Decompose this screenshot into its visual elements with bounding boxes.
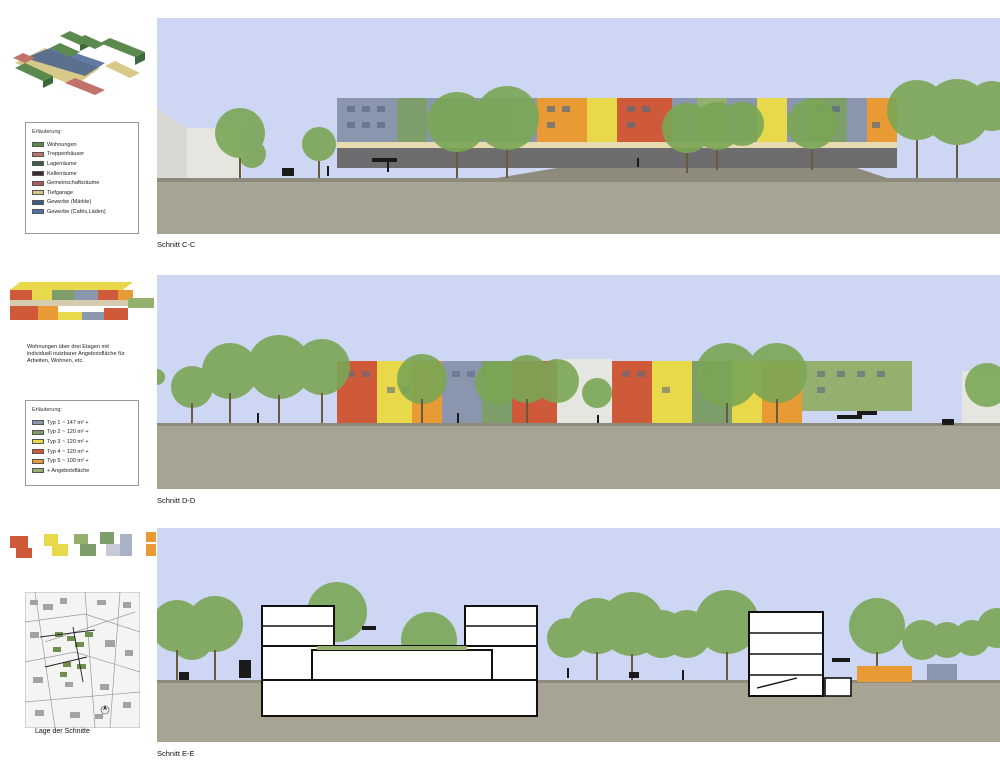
- unit-cubes-thumbnail: [10, 532, 156, 558]
- legend-label: Typ 2 ~ 120 m² +: [47, 429, 89, 436]
- legend-title: Erläuterung:: [32, 407, 62, 413]
- legend-swatch: [32, 209, 44, 215]
- legend-item: + Angebotsfläche: [32, 466, 132, 476]
- legend-item: Gewerbe (Cafés,Läden): [32, 207, 132, 217]
- legend-label: Gewerbe (Märkte): [47, 199, 92, 206]
- site-location-map: [25, 592, 140, 728]
- legend-item: Lagerräume: [32, 159, 132, 169]
- legend-swatch: [32, 171, 44, 177]
- legend-item: Gewerbe (Märkte): [32, 198, 132, 208]
- legend-swatch: [32, 190, 44, 196]
- section-caption-d: Schnitt D-D: [157, 496, 196, 505]
- legend-item: Typ 3 ~ 120 m² +: [32, 437, 132, 447]
- legend-label: Wohnungen: [47, 141, 77, 148]
- legend-swatch: [32, 449, 44, 455]
- legend-item: Treppenhäuser: [32, 150, 132, 160]
- legend-swatch: [32, 180, 44, 186]
- legend-box-2: Erläuterung: Typ 1 ~ 147 m² + Typ 2 ~ 12…: [25, 400, 139, 486]
- legend-swatch: [32, 151, 44, 157]
- unit-types-thumbnail: [10, 282, 154, 320]
- legend-swatch: [32, 142, 44, 148]
- legend-label: Kellerräume: [47, 170, 77, 177]
- trees: [215, 79, 1000, 168]
- legend-swatch: [32, 199, 44, 205]
- section-panel-c: [157, 18, 1000, 234]
- legend-label: Gemeinschaftsräume: [47, 180, 100, 187]
- section-panel-e: [157, 528, 1000, 742]
- section-caption-c: Schnitt C-C: [157, 240, 196, 249]
- legend-label: Typ 1 ~ 147 m² +: [47, 419, 89, 426]
- legend-item: Tiefgarage: [32, 188, 132, 198]
- legend-item: Typ 5 ~ 100 m² +: [32, 456, 132, 466]
- legend-item: Gemeinschaftsräume: [32, 178, 132, 188]
- legend-label: Typ 3 ~ 120 m² +: [47, 438, 89, 445]
- legend-label: + Angebotsfläche: [47, 467, 90, 474]
- section-caption-e: Schnitt E-E: [157, 749, 195, 758]
- legend-title: Erläuterung:: [32, 129, 62, 135]
- legend-label: Typ 5 ~ 100 m² +: [47, 458, 89, 465]
- legend-item: Wohnungen: [32, 140, 132, 150]
- legend-swatch: [32, 458, 44, 464]
- legend-label: Gewerbe (Cafés,Läden): [47, 208, 106, 215]
- section-drawing-d: [157, 275, 1000, 489]
- legend-item: Typ 2 ~ 120 m² +: [32, 428, 132, 438]
- legend-item: Kellerräume: [32, 169, 132, 179]
- section-drawing-c: [157, 18, 1000, 234]
- legend-label: Typ 4 ~ 120 m² +: [47, 448, 89, 455]
- legend-swatch: [32, 429, 44, 435]
- legend-label: Treppenhäuser: [47, 151, 85, 158]
- legend-box-1: Erläuterung: Wohnungen Treppenhäuser Lag…: [25, 122, 139, 234]
- legend-swatch: [32, 439, 44, 445]
- legend-swatch: [32, 420, 44, 426]
- trees: [157, 335, 1000, 408]
- section-drawing-e: [157, 528, 1000, 742]
- legend-item: Typ 4 ~ 120 m² +: [32, 447, 132, 457]
- axonometric-thumbnail-1: [13, 31, 145, 95]
- map-caption: Lage der Schnitte: [35, 728, 90, 735]
- legend-label: Lagerräume: [47, 160, 77, 167]
- legend-swatch: [32, 468, 44, 474]
- unit-description-note: Wohnungen über drei Etagen mit individue…: [27, 344, 125, 365]
- legend-label: Tiefgarage: [47, 189, 74, 196]
- section-panel-d: [157, 275, 1000, 489]
- legend-item: Typ 1 ~ 147 m² +: [32, 418, 132, 428]
- legend-swatch: [32, 161, 44, 167]
